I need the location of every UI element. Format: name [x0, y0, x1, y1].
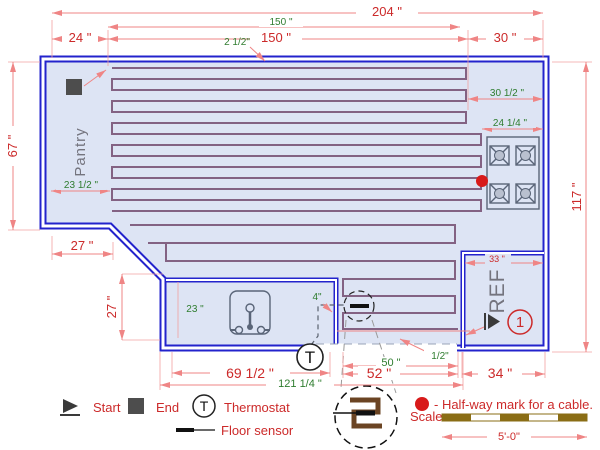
- cable-end-marker-icon: [66, 79, 82, 95]
- dim-right-offset: 30 ": [494, 30, 517, 45]
- cable-number-badge: 1: [507, 309, 533, 335]
- thermostat-letter: T: [305, 348, 315, 367]
- scale-bar: [441, 413, 588, 422]
- cable-number: 1: [516, 314, 524, 331]
- end-legend-icon: [128, 398, 144, 414]
- ref-label: REF: [486, 269, 509, 314]
- dim-ref-bottom-width: 34 ": [488, 365, 512, 381]
- pantry-label-group: Pantry: [72, 127, 89, 176]
- dim-bottom-heated-width: 121 1/4 ": [278, 378, 322, 390]
- dim-opening-width-green: 50 ": [381, 357, 400, 369]
- sink: [229, 290, 271, 335]
- dim-bottom-left-height: 27 ": [104, 295, 119, 318]
- burner-icon: [515, 145, 536, 166]
- dim-counter-width: 69 1/2 ": [226, 365, 274, 381]
- ref-label-group: REF: [486, 269, 509, 314]
- dimension-labels-green: 150 " 2 1/2" 30 1/2 " 24 1/4 " 23 1/2 " …: [56, 16, 536, 390]
- burner-icon: [489, 145, 510, 166]
- dim-half-inch: 1/2": [431, 351, 449, 362]
- stove: [486, 136, 540, 210]
- dim-sensor-offset: 4": [312, 292, 322, 303]
- half-way-legend-icon: [415, 397, 429, 411]
- start-legend-icon: [60, 399, 80, 416]
- legend-half-way-label: - Half-way mark for a cable.: [434, 397, 593, 412]
- end-marker-leader: [83, 69, 107, 87]
- heating-cable: [111, 67, 482, 330]
- cable-start-marker-icon: [484, 313, 500, 330]
- scale-length-label: 5'-0": [498, 431, 520, 443]
- dim-counter-depth: 23 ": [186, 304, 204, 315]
- legend-end-label: End: [156, 400, 179, 415]
- legend: Start End T Thermostat Floor sensor - Ha…: [60, 394, 593, 443]
- dim-heated-width-red: 150 ": [261, 30, 291, 45]
- dimension-labels-red: 204 " 24 " 150 " 30 " 67 " 117 " 27 " 27…: [5, 3, 584, 381]
- thermostat-legend-icon: T: [192, 394, 216, 418]
- floor-sensor-on-plan: [343, 290, 375, 322]
- svg-text:T: T: [200, 398, 209, 414]
- pantry-label: Pantry: [72, 127, 89, 176]
- legend-floor-sensor-label: Floor sensor: [221, 423, 294, 438]
- dim-total-height: 117 ": [569, 182, 584, 211]
- dim-cable-edge-gap: 2 1/2": [224, 37, 250, 48]
- thermostat-symbol: T: [296, 343, 324, 371]
- legend-thermostat-label: Thermostat: [224, 400, 290, 415]
- burner-icon: [515, 183, 536, 204]
- burner-icon: [489, 183, 510, 204]
- start-marker-leader: [465, 326, 485, 336]
- dim-pantry-height: 67 ": [5, 134, 20, 157]
- room-outline: [39, 55, 550, 353]
- detail-magnifier: [333, 319, 398, 449]
- dim-heated-width-green: 150 ": [269, 17, 292, 28]
- dim-pantry-width: 23 1/2 ": [64, 180, 99, 191]
- dim-stove-gap: 24 1/4 ": [493, 118, 528, 129]
- dim-bottom-left-width: 27 ": [71, 238, 94, 253]
- half-way-mark-icon: [476, 175, 488, 187]
- scale-label: Scale: [410, 409, 443, 424]
- dim-total-width: 204 ": [372, 4, 402, 19]
- legend-start-label: Start: [93, 400, 121, 415]
- dim-opening-width-red: 52 ": [367, 365, 391, 381]
- dim-right-top-width: 30 1/2 ": [490, 88, 525, 99]
- sensor-lead-wire: [310, 304, 347, 346]
- dim-left-offset: 24 ": [69, 30, 92, 45]
- dim-ref-width: 33 ": [489, 254, 505, 264]
